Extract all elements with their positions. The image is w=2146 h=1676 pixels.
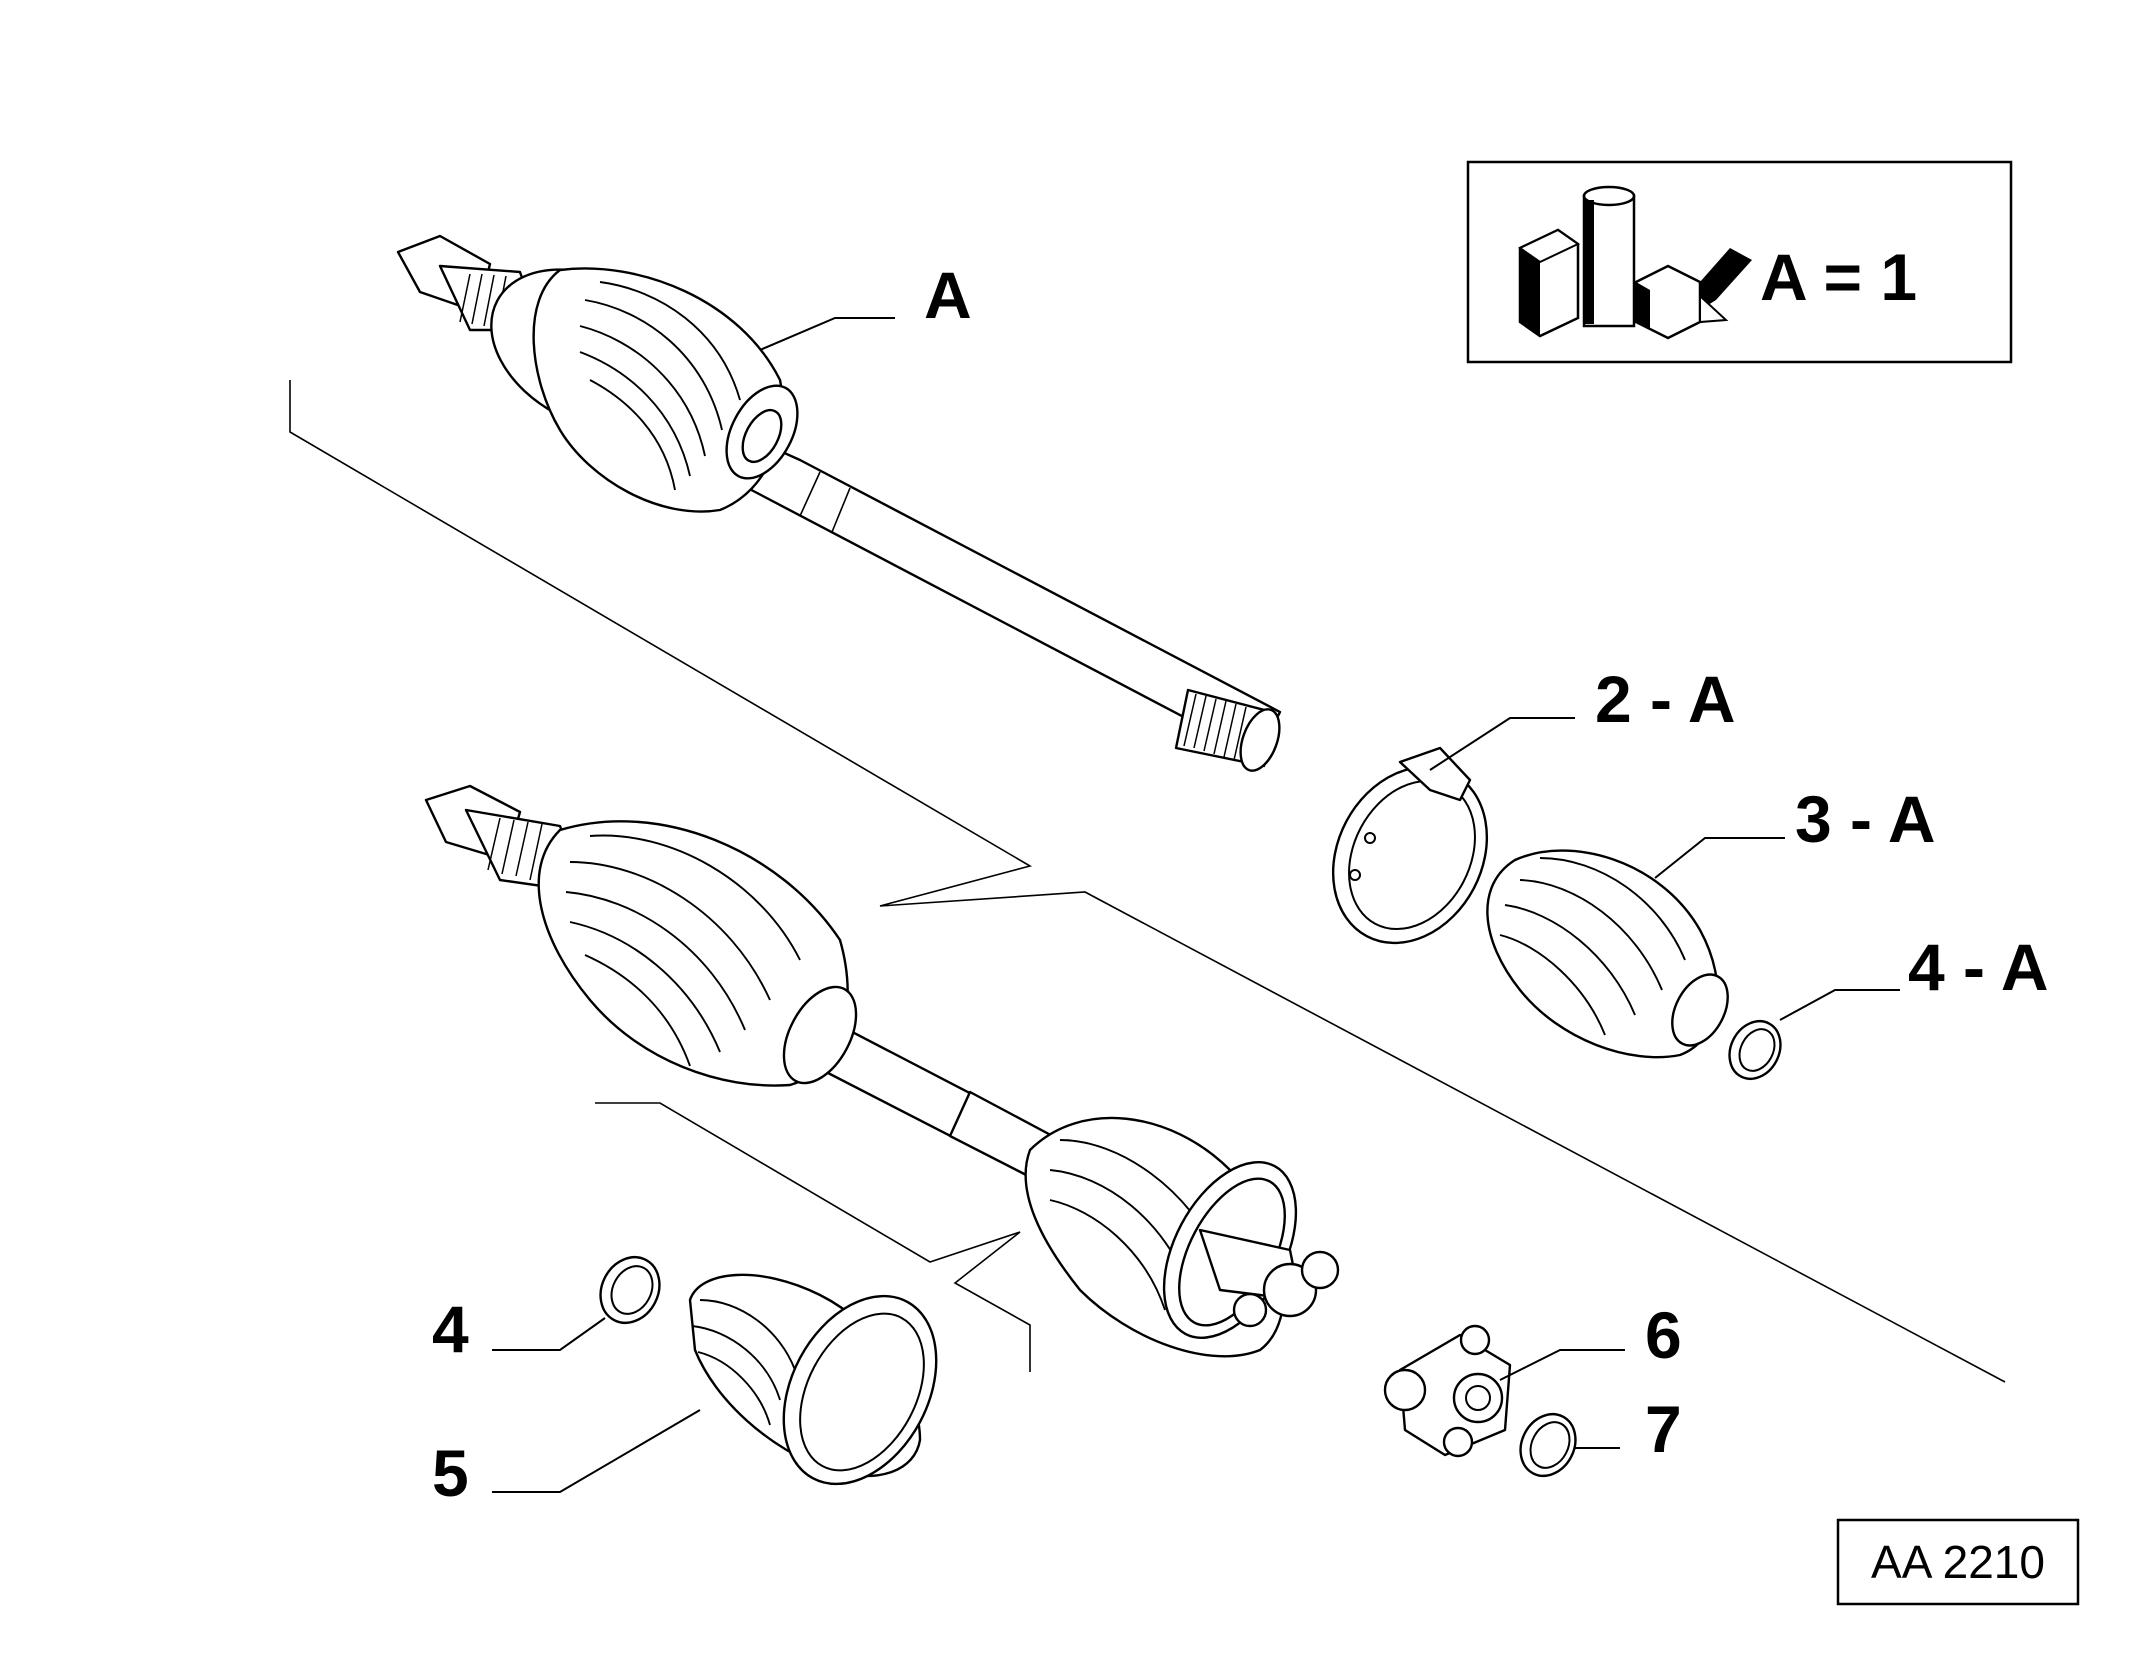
small-clamp-part xyxy=(599,1256,661,1324)
reference-code-box: AA 2210 xyxy=(1836,1518,2080,1606)
tripod-joint-part xyxy=(1383,1324,1512,1458)
legend-box: A = 1 xyxy=(1466,160,2013,364)
band-clamp-part xyxy=(1331,746,1489,945)
callout-circlip: 7 xyxy=(1645,1392,1682,1466)
callout-small-clamp-kit: 4 - A xyxy=(1908,930,2049,1004)
callout-small-clamp: 4 xyxy=(432,1292,469,1366)
small-clamp-kit-part xyxy=(1728,1020,1782,1080)
shaft-spline-teeth xyxy=(1183,693,1247,761)
boot-kit-part xyxy=(1486,849,1729,1059)
drive-shaft-exploded xyxy=(424,784,1340,1358)
boot-ribs-outer xyxy=(565,834,801,1067)
callout-tripod-joint: 6 xyxy=(1645,1298,1682,1372)
callout-boot-kit: 3 - A xyxy=(1795,782,1936,856)
legend-equation: A = 1 xyxy=(1760,240,1917,314)
assembly-guide-lines xyxy=(289,380,2006,1383)
spare-parts-kit-icon xyxy=(1518,185,1752,340)
boot-kit-ribs xyxy=(1499,857,1686,1036)
callout-boot: 5 xyxy=(432,1436,469,1510)
reference-code: AA 2210 xyxy=(1871,1536,2045,1588)
leader-lines xyxy=(492,317,1900,1493)
callout-assembly: A xyxy=(924,258,972,332)
circlip-part xyxy=(1519,1413,1577,1477)
drive-shaft-assembly xyxy=(396,234,1282,772)
callout-band-clamp: 2 - A xyxy=(1595,662,1736,736)
boot-ribs-a xyxy=(579,281,741,491)
callout-labels: A 2 - A 3 - A 4 - A 4 5 6 7 xyxy=(432,258,2049,1510)
boot-part xyxy=(688,1273,938,1486)
boot-part-ribs xyxy=(691,1299,796,1426)
